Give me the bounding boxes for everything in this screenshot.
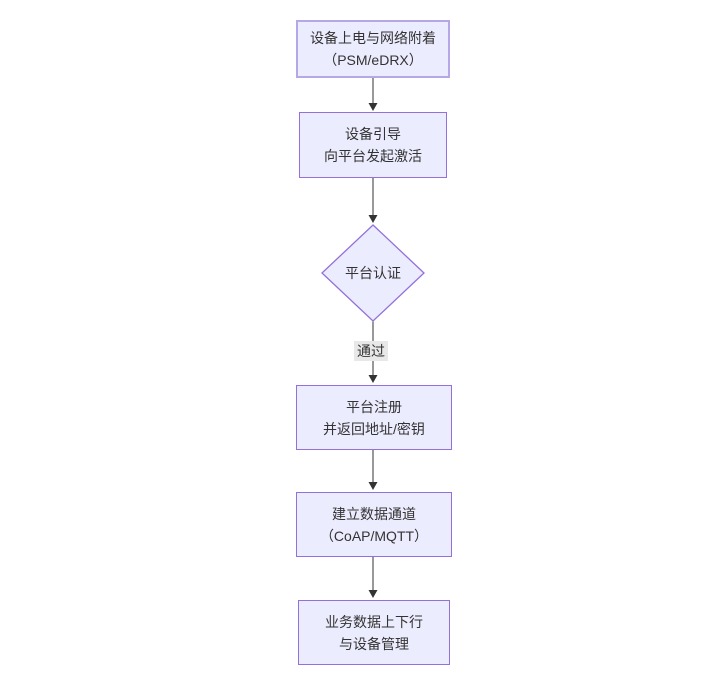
node-text: 并返回地址/密钥 [323,420,425,437]
node-platform-register: 平台注册 并返回地址/密钥 [296,385,452,450]
edge-arrow [368,557,378,598]
node-text: 设备引导 [345,126,401,142]
node-platform-auth-label: 平台认证 [345,265,401,281]
node-text: 业务数据上下行 [325,613,423,630]
node-text: 平台注册 [346,398,402,415]
edge-label-pass: 通过 [354,341,388,361]
edge-arrow [368,450,378,490]
node-text: 与设备管理 [339,635,409,652]
node-text: 建立数据通道 [332,505,416,522]
node-text: 设备上电与网络附着 [310,30,436,46]
node-text: 向平台发起激活 [324,148,422,164]
node-data-channel: 建立数据通道 （CoAP/MQTT） [296,492,452,557]
node-business-data: 业务数据上下行 与设备管理 [298,600,450,665]
edge-arrow [368,178,378,223]
node-text: （CoAP/MQTT） [319,527,429,544]
node-device-power-on: 设备上电与网络附着 （PSM/eDRX） [296,20,450,78]
node-device-bootstrap: 设备引导 向平台发起激活 [299,112,447,178]
node-text: （PSM/eDRX） [323,52,423,68]
edge-arrow [368,78,378,111]
decision-diamond-shape [321,224,425,322]
